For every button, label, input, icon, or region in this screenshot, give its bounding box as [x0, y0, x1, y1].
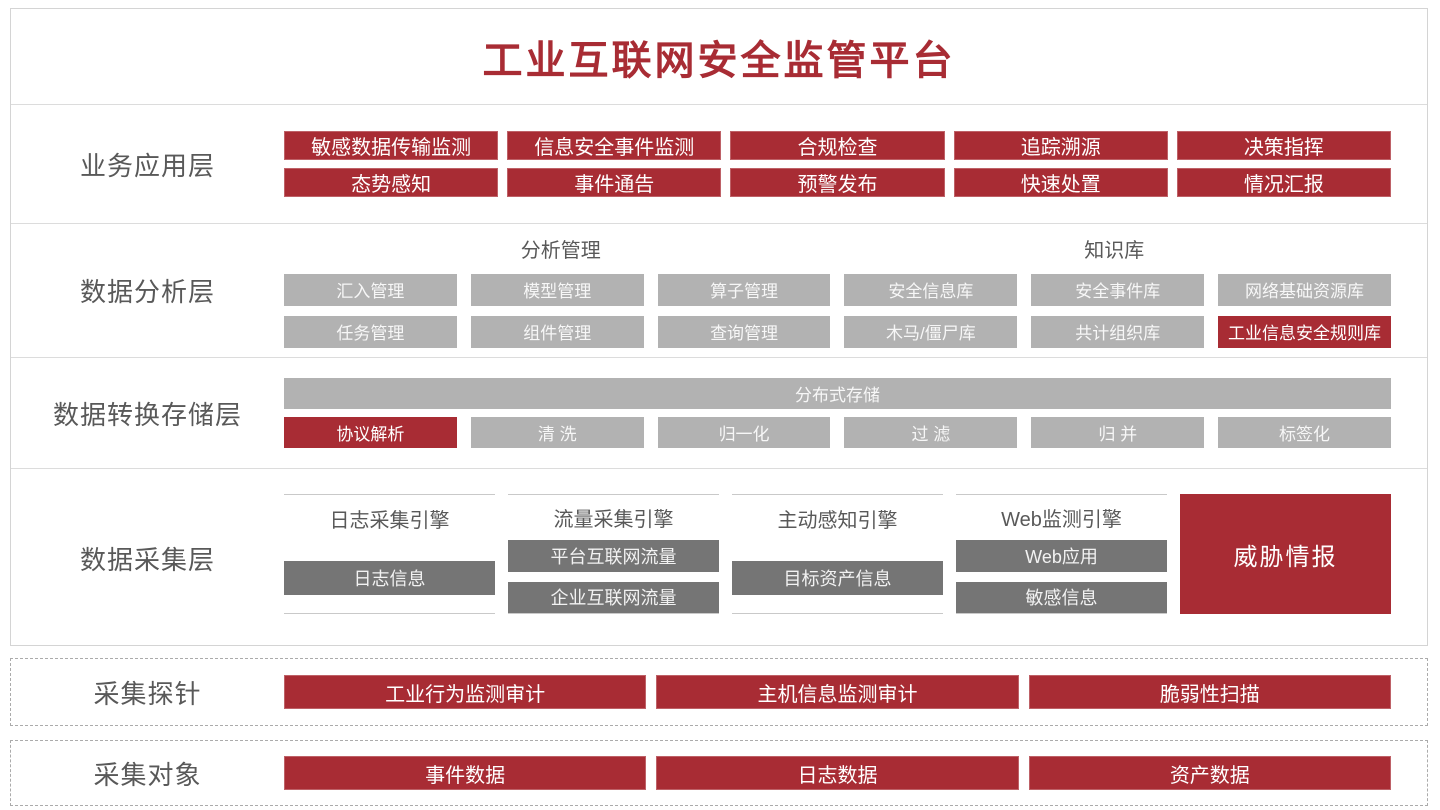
- analysis-box: 木马/僵尸库: [844, 315, 1018, 348]
- probe-box: 主机信息监测审计: [656, 675, 1019, 709]
- analysis-box: 模型管理: [470, 273, 644, 306]
- engine-box: 目标资产信息: [732, 561, 943, 595]
- collection-layer-content: 日志采集引擎 日志信息 流量采集引擎 平台互联网流量 企业互联网流量 主动感知引…: [284, 469, 1391, 647]
- engine-box: 敏感信息: [956, 581, 1167, 613]
- protocol-parse-box: 协议解析: [284, 417, 457, 448]
- business-box: 预警发布: [730, 168, 945, 197]
- data-analysis-layer: 数据分析层 分析管理 知识库 汇入管理 模型管理 算子管理 安全信息库 安全事件…: [11, 223, 1427, 357]
- industrial-security-rules-box: 工业信息安全规则库: [1218, 315, 1391, 348]
- target-box: 日志数据: [656, 756, 1019, 790]
- engine-title: 主动感知引擎: [777, 510, 898, 532]
- analysis-box: 安全事件库: [1031, 273, 1205, 306]
- layer-label-storage: 数据转换存储层: [52, 399, 242, 430]
- engine-box: 平台互联网流量: [508, 540, 719, 572]
- threat-intel-box: 威胁情报: [1180, 494, 1391, 614]
- layer-label-collection: 数据采集层: [79, 544, 215, 575]
- engine-title: 日志采集引擎: [329, 510, 450, 532]
- probe-box: 工业行为监测审计: [284, 675, 647, 709]
- business-box: 情况汇报: [1176, 168, 1392, 197]
- title-row: 工业互联网安全监管平台: [11, 9, 1427, 104]
- business-box: 敏感数据传输监测: [284, 131, 499, 160]
- analysis-box: 网络基础资源库: [1218, 273, 1391, 306]
- engine-box: 企业互联网流量: [508, 581, 719, 613]
- analysis-box: 查询管理: [657, 315, 831, 348]
- collection-target-row: 采集对象 事件数据 日志数据 资产数据: [10, 740, 1428, 806]
- analysis-group-titles: 分析管理 知识库: [284, 234, 1391, 263]
- log-collection-engine-group: 日志采集引擎 日志信息: [284, 494, 495, 614]
- business-row-1: 敏感数据传输监测 信息安全事件监测 合规检查 追踪溯源 决策指挥: [284, 131, 1392, 160]
- business-box: 信息安全事件监测: [507, 131, 722, 160]
- engine-box: Web应用: [956, 540, 1167, 572]
- business-box: 决策指挥: [1176, 131, 1392, 160]
- analysis-row-1: 汇入管理 模型管理 算子管理 安全信息库 安全事件库 网络基础资源库: [284, 273, 1391, 306]
- active-sensing-engine-group: 主动感知引擎 目标资产信息: [732, 494, 943, 614]
- business-box: 追踪溯源: [953, 131, 1168, 160]
- analysis-box: 任务管理: [284, 315, 457, 348]
- analysis-box: 组件管理: [470, 315, 644, 348]
- business-row-2: 态势感知 事件通告 预警发布 快速处置 情况汇报: [284, 168, 1392, 197]
- analysis-group-title: 分析管理: [520, 239, 601, 262]
- distributed-storage-bar: 分布式存储: [284, 378, 1391, 409]
- platform-architecture-panel: 工业互联网安全监管平台 业务应用层 敏感数据传输监测 信息安全事件监测 合规检查…: [10, 8, 1428, 646]
- data-transform-storage-layer: 数据转换存储层 分布式存储 协议解析 清 洗 归一化 过 滤 归 并 标签化: [11, 357, 1427, 468]
- analysis-box: 安全信息库: [844, 273, 1018, 306]
- storage-box: 归 并: [1031, 417, 1205, 448]
- analysis-box: 算子管理: [657, 273, 831, 306]
- layer-label-target: 采集对象: [93, 759, 202, 790]
- collection-probe-row: 采集探针 工业行为监测审计 主机信息监测审计 脆弱性扫描: [10, 658, 1428, 726]
- target-box: 资产数据: [1028, 756, 1391, 790]
- web-monitor-engine-group: Web监测引擎 Web应用 敏感信息: [956, 494, 1167, 614]
- page-title: 工业互联网安全监管平台: [482, 38, 956, 83]
- storage-box: 清 洗: [470, 417, 644, 448]
- storage-row: 协议解析 清 洗 归一化 过 滤 归 并 标签化: [284, 417, 1391, 448]
- business-box: 快速处置: [953, 168, 1168, 197]
- layer-label-business: 业务应用层: [79, 150, 215, 181]
- engine-box: 日志信息: [284, 561, 495, 595]
- target-box: 事件数据: [284, 756, 647, 790]
- analysis-box: 汇入管理: [284, 273, 457, 306]
- probe-box: 脆弱性扫描: [1028, 675, 1391, 709]
- storage-box: 标签化: [1218, 417, 1391, 448]
- analysis-layer-content: 分析管理 知识库 汇入管理 模型管理 算子管理 安全信息库 安全事件库 网络基础…: [284, 224, 1391, 357]
- probe-boxes: 工业行为监测审计 主机信息监测审计 脆弱性扫描: [284, 675, 1391, 709]
- business-application-layer: 业务应用层 敏感数据传输监测 信息安全事件监测 合规检查 追踪溯源 决策指挥 态…: [11, 104, 1427, 223]
- layer-label-analysis: 数据分析层: [79, 277, 215, 307]
- storage-layer-content: 分布式存储 协议解析 清 洗 归一化 过 滤 归 并 标签化: [284, 358, 1391, 468]
- data-collection-layer: 数据采集层 日志采集引擎 日志信息 流量采集引擎 平台互联网流量 企业互联网流量…: [11, 468, 1427, 647]
- analysis-row-2: 任务管理 组件管理 查询管理 木马/僵尸库 共计组织库 工业信息安全规则库: [284, 315, 1391, 348]
- engine-title: Web监测引擎: [1001, 509, 1122, 532]
- knowledge-group-title: 知识库: [1084, 239, 1145, 262]
- business-layer-content: 敏感数据传输监测 信息安全事件监测 合规检查 追踪溯源 决策指挥 态势感知 事件…: [284, 105, 1392, 223]
- analysis-box: 共计组织库: [1031, 315, 1205, 348]
- target-boxes: 事件数据 日志数据 资产数据: [284, 756, 1391, 790]
- business-box: 态势感知: [284, 168, 499, 197]
- storage-box: 过 滤: [844, 417, 1018, 448]
- engine-title: 流量采集引擎: [553, 509, 674, 532]
- layer-label-probe: 采集探针: [93, 678, 202, 709]
- traffic-collection-engine-group: 流量采集引擎 平台互联网流量 企业互联网流量: [508, 494, 719, 614]
- business-box: 合规检查: [730, 131, 945, 160]
- business-box: 事件通告: [507, 168, 722, 197]
- storage-box: 归一化: [657, 417, 831, 448]
